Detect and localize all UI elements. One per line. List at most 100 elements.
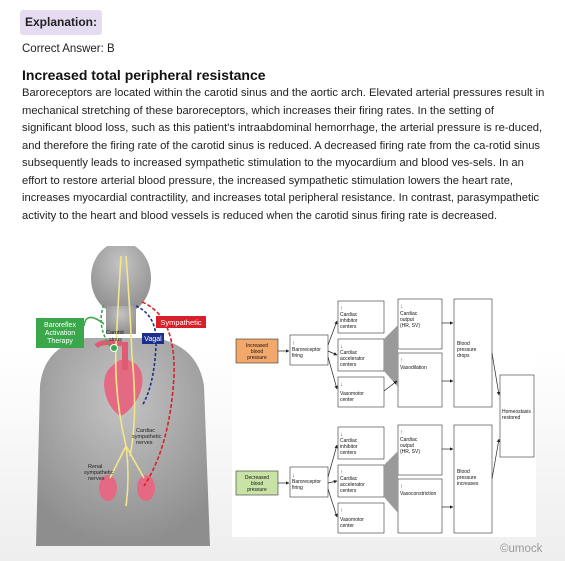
bp-increases-line-1: Blood [457, 469, 470, 475]
baroreceptor-firing-top-line-1: Baroreceptor [292, 347, 321, 353]
top-funnel [384, 325, 398, 387]
renal-nerves-line-3: nerves [88, 476, 105, 482]
baroreflex-line-3: Therapy [47, 338, 73, 345]
svg-text:↓: ↓ [340, 344, 343, 350]
correct-answer: Correct Answer: B [22, 43, 115, 55]
svg-text:↑: ↑ [400, 484, 403, 490]
cardiac-accelerator-top-box [337, 338, 385, 372]
cardiac-accelerator-top-line-3: centers [340, 362, 357, 368]
cardiac-accelerator-bottom-box [337, 464, 385, 498]
cardiac-inhibitor-bottom-box [337, 426, 385, 460]
renal-nerves-line-1: Renal [88, 464, 102, 470]
vasodilation-box [397, 352, 443, 408]
cardiac-output-top-line-1: Cardiac [400, 311, 418, 317]
explanation-paragraph: Baroreceptors are located within the car… [22, 87, 545, 222]
bp-increases-line-3: increases [457, 481, 479, 487]
cardiac-inhibitor-bottom-line-2: inhibitor [340, 444, 358, 450]
baroreflex-anatomy-figure: Baroreflex Activation Therapy Sympatheti… [36, 246, 210, 546]
cardiac-accelerator-bottom-line-1: Cardiac [340, 476, 358, 482]
vasoconstriction-label: Vasoconstriction [400, 491, 437, 497]
cardiac-inhibitor-top-box [337, 300, 385, 334]
cardiac-nerves-line-3: nerves [136, 440, 153, 446]
vasomotor-top-line-1: Vasomotor [340, 391, 364, 397]
cardiac-accelerator-top-line-1: Cardiac [340, 350, 358, 356]
cardiac-inhibitor-bottom-line-1: Cardiac [340, 438, 358, 444]
increased-bp-line-1: Increased [246, 343, 268, 349]
vagal-tag: Vagal [142, 333, 164, 344]
red-indicators: ↑ ↑ ↓ ↓ ↓ ↑ ↓ ↓ ↑ ↑ ↑ ↑ [292, 304, 403, 514]
cardiac-inhibitor-top-line-3: centers [340, 324, 357, 330]
vasomotor-bottom-box [337, 502, 385, 534]
increased-bp-line-2: blood [251, 349, 263, 355]
renal-nerves-line-2: sympathetic [84, 470, 114, 476]
cardiac-output-top-line-2: output [400, 317, 415, 323]
baroreceptor-firing-top-box [289, 334, 329, 366]
baroreceptor-firing-top-line-2: firing [292, 353, 303, 359]
cardiac-output-bottom-line-1: Cardiac [400, 437, 418, 443]
bp-drops-line-3: drops [457, 353, 470, 359]
svg-text:↓: ↓ [340, 382, 343, 388]
cardiac-accelerator-top-line-2: accelerator [340, 356, 365, 362]
baroreflex-tag: Baroreflex Activation Therapy [36, 318, 84, 348]
svg-text:↑: ↑ [292, 341, 295, 347]
explanation-badge: Explanation: [20, 10, 102, 35]
decreased-bp-line-3: pressure [247, 487, 267, 493]
cardiac-output-bottom-line-3: (HR, SV) [400, 449, 420, 455]
cardiac-output-bottom-box [397, 424, 443, 476]
cardiac-output-top-box [397, 298, 443, 350]
decreased-bp-line-2: blood [251, 481, 263, 487]
bottom-funnel [384, 451, 398, 513]
bp-drops-box [453, 298, 493, 408]
vasomotor-bottom-line-2: center [340, 523, 354, 529]
cardiac-nerves-line-1: Cardiac [136, 428, 155, 434]
bp-increases-line-2: pressure [457, 475, 477, 481]
cardiac-inhibitor-top-line-1: Cardiac [340, 312, 358, 318]
baroreceptor-firing-bottom-line-2: firing [292, 485, 303, 491]
increased-bp-line-3: pressure [247, 355, 267, 361]
vasomotor-top-line-2: center [340, 397, 354, 403]
svg-text:↑: ↑ [400, 358, 403, 364]
nerve-paths [83, 255, 175, 507]
homeostasis-line-2: restored [502, 415, 521, 421]
vasomotor-top-box [337, 376, 385, 408]
cardiac-output-bottom-line-2: output [400, 443, 415, 449]
right-kidney [137, 475, 155, 501]
cardiac-nerves-line-2: sympathetic [132, 434, 162, 440]
baroreceptor-firing-bottom-line-1: Baroreceptor [292, 479, 321, 485]
cardiac-accelerator-bottom-line-3: centers [340, 488, 357, 494]
carotid-sinus-line-2: sinus [109, 337, 122, 343]
baroreceptor-flowchart: ↑ ↑ ↓ ↓ ↓ ↑ ↓ ↓ ↑ ↑ ↑ ↑ Increased blood … [232, 295, 536, 537]
baroreflex-line-1: Baroreflex [44, 322, 76, 329]
svg-text:↓: ↓ [400, 304, 403, 310]
vagal-label: Vagal [144, 336, 162, 343]
svg-text:↑: ↑ [400, 430, 403, 436]
homeostasis-line-1: Homeostasis [502, 409, 531, 415]
bp-increases-box [453, 424, 493, 534]
carotid-sinus-marker [110, 344, 118, 352]
baroreceptor-firing-bottom-box [289, 466, 329, 498]
body-silhouette [36, 246, 210, 546]
sympathetic-tag: Sympathetic [156, 316, 206, 328]
cardiac-inhibitor-top-line-2: inhibitor [340, 318, 358, 324]
baroreflex-line-2: Activation [45, 330, 75, 337]
decreased-bp-line-1: Decreased [245, 475, 269, 481]
section-heading: Increased total peripheral resistance [22, 67, 266, 83]
umock-watermark: ©umock [500, 543, 543, 555]
svg-text:↑: ↑ [340, 470, 343, 476]
svg-text:↑: ↑ [340, 306, 343, 312]
vasomotor-bottom-line-1: Vasomotor [340, 517, 364, 523]
svg-text:↑: ↑ [340, 508, 343, 514]
cardiac-accelerator-bottom-line-2: accelerator [340, 482, 365, 488]
cardiac-output-top-line-3: (HR, SV) [400, 323, 420, 329]
vasodilation-label: Vasodilation [400, 365, 427, 371]
svg-text:↓: ↓ [340, 432, 343, 438]
sympathetic-label: Sympathetic [160, 318, 202, 327]
homeostasis-box [499, 374, 535, 458]
cardiac-inhibitor-bottom-line-3: centers [340, 450, 357, 456]
left-kidney [99, 475, 117, 501]
bp-drops-line-1: Blood [457, 341, 470, 347]
svg-text:↓: ↓ [292, 473, 295, 479]
bp-drops-line-2: pressure [457, 347, 477, 353]
carotid-sinus-line-1: Carotid [106, 330, 124, 336]
vasoconstriction-box [397, 478, 443, 534]
